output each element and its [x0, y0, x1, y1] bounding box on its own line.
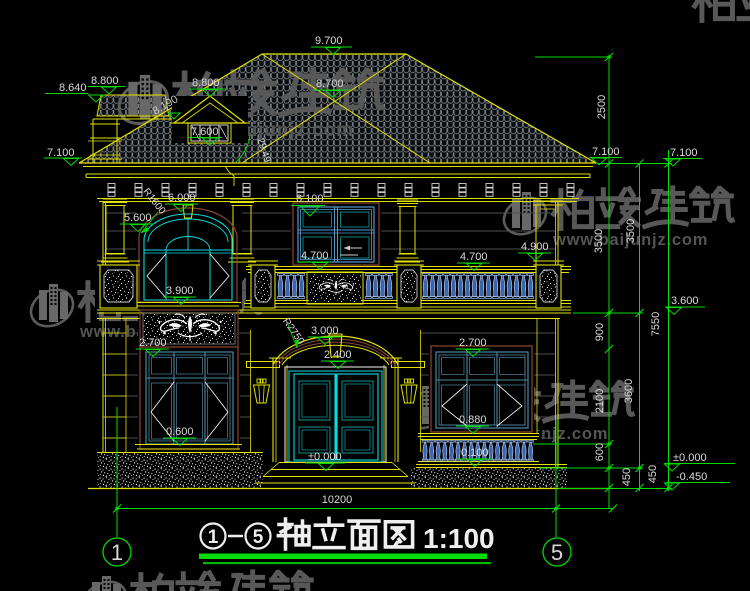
svg-text:2.700: 2.700	[139, 337, 167, 349]
svg-text:±0.000: ±0.000	[308, 451, 342, 463]
svg-text:4.900: 4.900	[521, 241, 549, 253]
svg-text:5: 5	[253, 527, 264, 548]
svg-text:8.640: 8.640	[59, 82, 87, 94]
svg-text:5.600: 5.600	[124, 212, 152, 224]
svg-text:7.600: 7.600	[191, 126, 219, 138]
svg-text:2.400: 2.400	[324, 349, 352, 361]
svg-text:6.100: 6.100	[296, 193, 324, 205]
svg-text:6.000: 6.000	[168, 192, 196, 204]
svg-text:3.000: 3.000	[311, 325, 339, 337]
svg-text:7.100: 7.100	[47, 147, 75, 159]
svg-text:4.700: 4.700	[301, 250, 329, 262]
svg-text:900: 900	[594, 323, 606, 341]
svg-text:7.100: 7.100	[670, 147, 698, 159]
svg-text:3.900: 3.900	[166, 285, 194, 297]
svg-text:±0.000: ±0.000	[673, 452, 707, 464]
svg-text:1:100: 1:100	[423, 523, 495, 554]
svg-text:8.700: 8.700	[316, 78, 344, 90]
svg-text:2100: 2100	[594, 389, 606, 413]
svg-text:600: 600	[594, 443, 606, 461]
svg-text:5: 5	[551, 540, 563, 565]
svg-text:2500: 2500	[596, 95, 608, 119]
svg-text:0.100: 0.100	[461, 447, 489, 459]
svg-text:10200: 10200	[322, 494, 353, 506]
svg-text:8.800: 8.800	[192, 77, 220, 89]
svg-text:0.880: 0.880	[459, 414, 487, 426]
svg-text:2.700: 2.700	[459, 337, 487, 349]
svg-text:1: 1	[208, 527, 219, 548]
svg-text:3500: 3500	[625, 219, 637, 243]
svg-text:450: 450	[647, 465, 659, 483]
svg-text:0.600: 0.600	[166, 426, 194, 438]
svg-text:7.100: 7.100	[592, 146, 620, 158]
svg-text:9.700: 9.700	[315, 35, 343, 47]
svg-text:-0.450: -0.450	[676, 471, 707, 483]
svg-text:1: 1	[111, 540, 123, 565]
svg-text:7550: 7550	[650, 312, 662, 336]
svg-text:3500: 3500	[593, 229, 605, 253]
svg-text:4.700: 4.700	[460, 251, 488, 263]
svg-text:3.600: 3.600	[671, 295, 699, 307]
svg-text:8.800: 8.800	[91, 75, 119, 87]
svg-text:3600: 3600	[623, 379, 635, 403]
svg-text:450: 450	[621, 468, 633, 486]
